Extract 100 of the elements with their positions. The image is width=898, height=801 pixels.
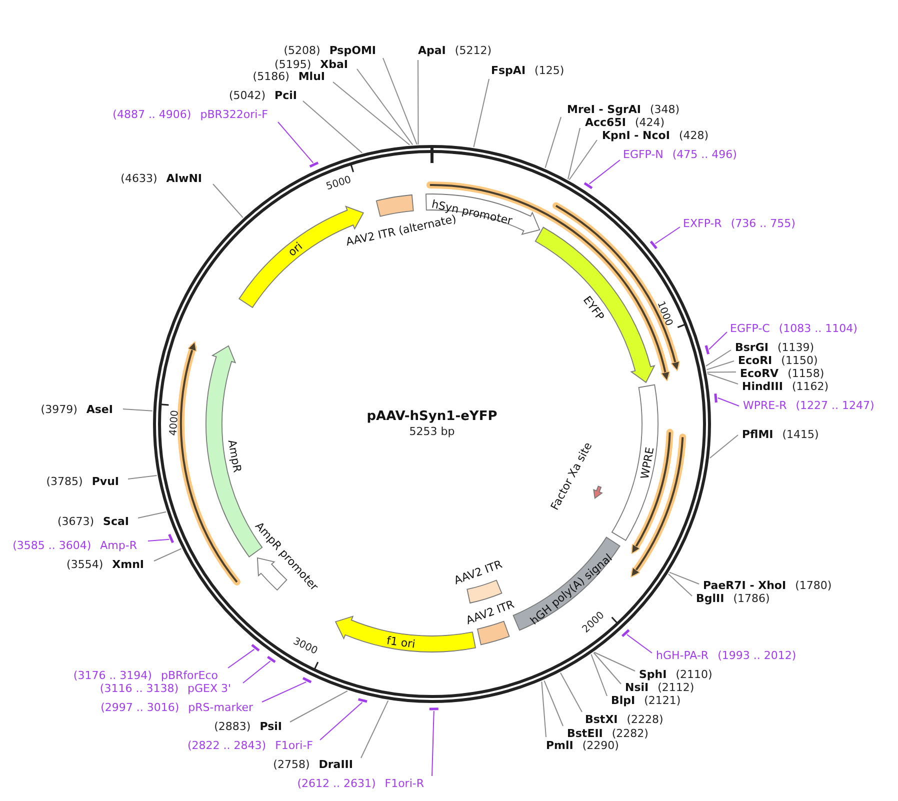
leader-line [356,68,414,146]
leader-line [654,226,680,244]
leader-line [594,652,636,672]
leader-line [669,572,700,584]
enzyme-name: NsiI [625,681,649,695]
leader-line [242,660,271,684]
leader-line [148,538,170,542]
scale-number: 4000 [168,409,182,436]
enzyme-name: FspAI [491,64,526,78]
leader-line [593,652,622,684]
plasmid-size: 5253 bp [409,425,455,439]
position-text: (428) [678,129,709,143]
enzyme-name: BstXI [585,713,618,727]
enzyme-name: BsrGI [735,341,768,355]
leader-line [544,680,564,726]
feature-block [344,194,458,248]
position-text: (2121) [644,694,681,708]
position-text: (5042) [228,89,266,103]
position-text: (2997 .. 3016) [100,701,180,715]
scale-number: 3000 [290,636,320,658]
directional-feature-block [534,226,655,383]
leader-line [320,702,363,740]
enzyme-name: PsiI [260,720,282,734]
position-text: (1158) [788,367,824,381]
leader-line [154,548,182,562]
primer-name: pBR322ori-F [200,108,268,122]
enzyme-name: SphI [639,668,667,682]
position-text: (3979) [40,403,78,417]
position-text: (2290) [582,739,619,753]
position-text: (2112) [658,681,694,695]
enzyme-name: BglII [696,592,724,606]
leader-line [228,648,255,668]
feature-label: f1 ori [386,634,416,650]
enzyme-name: EcoRV [740,367,779,381]
leader-line [382,58,418,145]
leader-line [717,397,740,406]
feature-label: AAV2 ITR [452,557,504,587]
primer-name: hGH-PA-R [656,649,709,663]
enzyme-name: ScaI [103,515,129,529]
leader-line [332,82,410,146]
leader-line [568,140,598,180]
position-text: (348) [650,103,680,117]
position-text: (4633) [120,172,158,186]
enzyme-name: PaeR7I - XhoI [703,579,786,593]
position-text: (3554) [66,558,104,572]
leader-line [706,360,734,370]
feature-label: WPRE [638,446,656,480]
position-text: (2612 .. 2631) [297,777,376,791]
position-text: (424) [634,116,665,130]
position-text: (2228) [626,713,664,727]
enzyme-name: AlwNI [166,172,202,186]
enzyme-name: PspOMI [329,44,376,58]
feature-label: AmpR [226,438,244,474]
position-text: (2110) [676,668,712,682]
feature-label: ori [285,239,305,259]
position-text: (2822 .. 2843) [188,739,266,753]
enzyme-name: MreI - SgrAI [567,103,641,117]
leader-line [302,100,363,154]
enzyme-name: BlpI [611,694,636,708]
leader-line [560,672,582,712]
enzyme-name: AseI [86,403,113,417]
position-text: (1139) [777,341,814,355]
position-text: (5212) [454,44,492,58]
leader-line [568,128,580,180]
leader-line [709,434,738,458]
feature-block [612,384,658,541]
primer-name: pGEX 3' [187,682,231,696]
enzyme-name: DraIII [318,758,353,772]
enzyme-name: PciI [274,89,297,103]
position-text: (2282) [612,727,648,740]
position-text: (1162) [792,380,829,394]
leader-line [122,408,153,412]
position-text: (2883) [214,720,251,734]
enzyme-name: PflMI [742,428,774,442]
primer-name: pBRforEco [160,669,218,683]
enzyme-name: PmlI [546,739,574,753]
position-text: (1993 .. 2012) [718,649,796,663]
position-text: (1415) [782,428,819,442]
leader-line [668,574,692,596]
position-text: (1780) [795,579,832,593]
position-text: (3673) [57,515,94,529]
position-text: (1786) [733,592,770,606]
leader-line [590,654,608,696]
leader-line [418,60,419,145]
primer-mark [429,708,438,710]
position-text: (5186) [252,70,290,84]
position-text: (4887 .. 4906) [112,108,192,122]
primer-name: EGFP-N [623,148,664,162]
leader-line [473,78,490,148]
position-text: (736 .. 755) [730,217,796,231]
leader-line [128,475,158,480]
primer-name: WPRE-R [743,399,787,413]
leader-line [290,690,348,722]
plasmid-name: pAAV-hSyn1-eYFP [366,409,498,425]
position-text: (5195) [274,58,312,72]
position-text: (3176 .. 3194) [73,669,152,683]
primer-mark [714,393,718,403]
enzyme-name: MluI [298,70,325,84]
scale-number: 1000 [654,300,675,328]
leader-line [262,681,307,702]
